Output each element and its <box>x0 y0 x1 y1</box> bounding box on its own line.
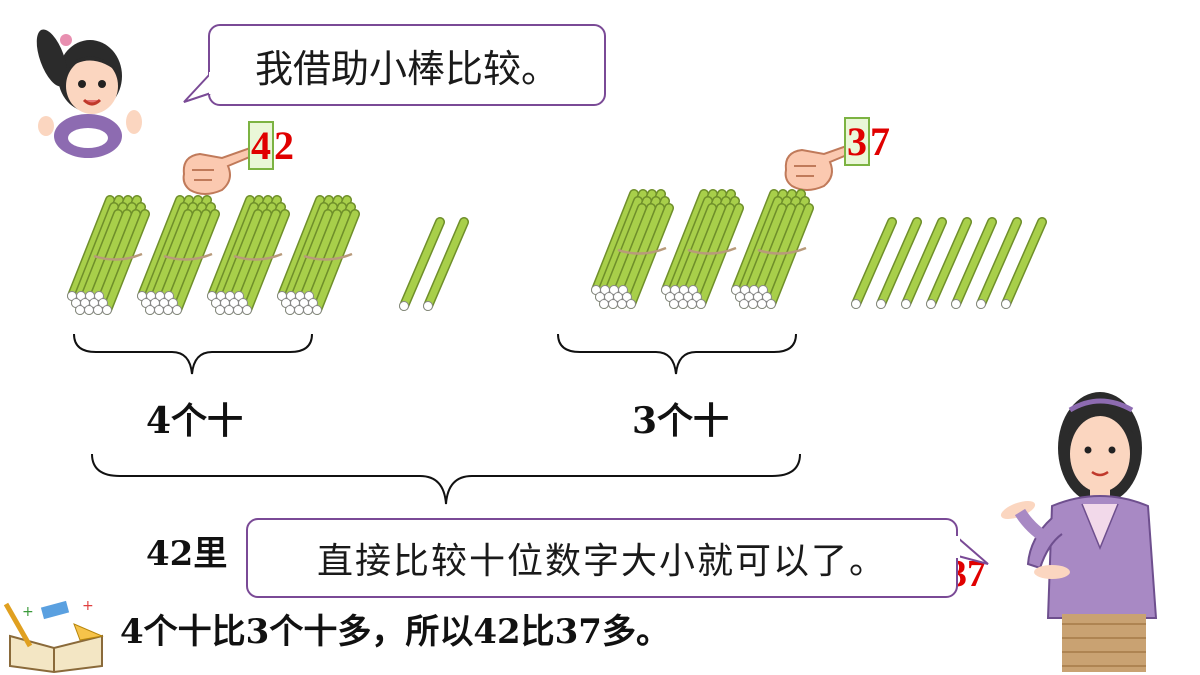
single-stick-37-6 <box>976 217 1022 309</box>
number-42-ones-digit: 2 <box>274 123 294 168</box>
number-37-tens-digit: 3 <box>844 117 870 166</box>
stick-bundle-37-2 <box>661 189 744 309</box>
stick-bundle-42-1 <box>67 195 150 315</box>
label-three-tens: 3个十 <box>632 400 730 442</box>
svg-text:+: + <box>82 598 94 614</box>
conclusion-text: 4个十比3个十多，所以42比37多。 <box>120 612 670 652</box>
sticks-illustration <box>67 189 1047 315</box>
stick-bundle-42-4 <box>277 195 360 315</box>
single-stick-37-5 <box>951 217 997 309</box>
label-four-tens: 4个十 <box>146 400 244 442</box>
book-stationery-icon: + + <box>3 598 104 674</box>
girl-speech-text: 我借助小棒比较。 <box>254 46 559 91</box>
single-stick-42-2 <box>423 217 469 311</box>
pointing-hand-icon <box>182 146 256 195</box>
brace-four-tens <box>73 333 313 375</box>
teacher-speech-bubble: 直接比较十位数字大小就可以了。 <box>246 518 958 598</box>
number-37-tag: 37 <box>844 117 890 166</box>
teacher-illustration <box>1000 392 1158 672</box>
stick-bundle-37-3 <box>731 189 814 309</box>
single-stick-37-1 <box>851 217 897 309</box>
number-42-tens-digit: 4 <box>248 121 274 170</box>
single-stick-42-1 <box>399 217 445 311</box>
stick-bundle-42-2 <box>137 195 220 315</box>
teacher-bubble-tail <box>953 536 989 565</box>
svg-text:+: + <box>22 604 34 620</box>
partial-text-left: 42里 <box>146 534 228 574</box>
single-stick-37-3 <box>901 217 947 309</box>
single-stick-37-4 <box>926 217 972 309</box>
pointing-hand-icon <box>784 142 858 191</box>
number-42-tag: 42 <box>248 121 294 170</box>
single-stick-37-2 <box>876 217 922 309</box>
number-37-ones-digit: 7 <box>870 119 890 164</box>
brace-three-tens <box>557 333 797 375</box>
girl-speech-bubble: 我借助小棒比较。 <box>208 24 606 106</box>
brace-combined <box>91 453 801 505</box>
girl-bubble-tail <box>183 72 215 103</box>
teacher-speech-text: 直接比较十位数字大小就可以了。 <box>316 541 887 582</box>
girl-illustration <box>36 29 142 158</box>
stick-bundle-37-1 <box>591 189 674 309</box>
single-stick-37-7 <box>1001 217 1047 309</box>
stick-bundle-42-3 <box>207 195 290 315</box>
